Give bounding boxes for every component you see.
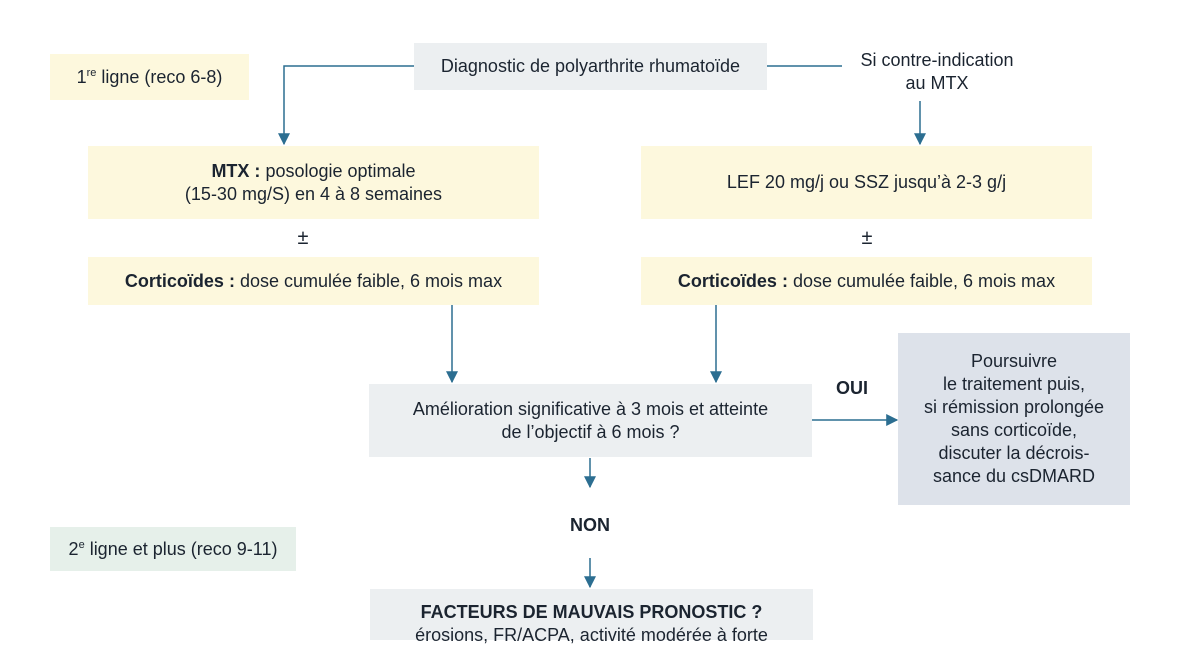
improvement-line2: de l’objectif à 6 mois ? <box>501 421 680 442</box>
mtx-text: posologie optimale <box>260 160 416 181</box>
oui-label: OUI <box>835 378 868 398</box>
improvement-line1: Amélioration significative à 3 mois et a… <box>412 398 769 419</box>
cortico-left-bold: Corticoïdes : <box>124 270 235 291</box>
cortico-right-text: dose cumulée faible, 6 mois max <box>787 270 1056 291</box>
contra-line2: au MTX <box>905 73 969 93</box>
prognostic-title: FACTEURS DE MAUVAIS PRONOSTIC ? <box>420 602 763 622</box>
mtx-box: MTX : posologie optimale (15-30 mg/S) en… <box>88 146 539 219</box>
first-line-label: 1re ligne (reco 6-8) <box>50 54 249 100</box>
contra-line1: Si contre-indication <box>860 50 1014 70</box>
plus-minus-right: ± <box>861 227 873 249</box>
improvement-box: Amélioration significative à 3 mois et a… <box>369 384 812 457</box>
prognostic-line2: érosions, FR/ACPA, activité modérée à fo… <box>415 625 768 645</box>
cortico-right-bold: Corticoïdes : <box>677 270 788 291</box>
continue-line: sance du csDMARD <box>932 466 1096 486</box>
first-line-number: 1 <box>76 66 87 87</box>
continue-line: si rémission prolongée <box>923 397 1105 417</box>
continue-line: discuter la décrois- <box>938 443 1090 463</box>
diagnosis-text: Diagnostic de polyarthrite rhumatoïde <box>440 56 741 76</box>
cortico-box-right: Corticoïdes : dose cumulée faible, 6 moi… <box>641 257 1092 305</box>
mtx-line2: (15-30 mg/S) en 4 à 8 semaines <box>184 183 443 204</box>
second-line-text: ligne et plus (reco 9-11) <box>84 538 278 559</box>
cortico-left-text: dose cumulée faible, 6 mois max <box>234 270 503 291</box>
non-label: NON <box>570 515 610 535</box>
second-line-sup: e <box>78 538 85 551</box>
cortico-box-left: Corticoïdes : dose cumulée faible, 6 moi… <box>88 257 539 305</box>
continue-line: Poursuivre <box>970 351 1058 371</box>
diagnosis-box: Diagnostic de polyarthrite rhumatoïde <box>414 43 767 90</box>
second-line-label: 2e ligne et plus (reco 9-11) <box>50 527 296 571</box>
continue-treatment-box: Poursuivre le traitement puis, si rémiss… <box>898 333 1130 505</box>
first-line-sup: re <box>86 66 97 79</box>
contraindication-text: Si contre-indication au MTX <box>842 46 1032 98</box>
lef-box: LEF 20 mg/j ou SSZ jusqu’à 2-3 g/j <box>641 146 1092 219</box>
continue-line: le traitement puis, <box>942 374 1086 394</box>
arrow-diagnosis-to-mtx <box>278 65 414 146</box>
prognostic-box: FACTEURS DE MAUVAIS PRONOSTIC ? érosions… <box>370 589 813 645</box>
first-line-text: ligne (reco 6-8) <box>96 66 223 87</box>
lef-text: LEF 20 mg/j ou SSZ jusqu’à 2-3 g/j <box>726 172 1007 192</box>
mtx-bold: MTX : <box>211 160 261 181</box>
plus-minus-left: ± <box>297 227 309 249</box>
second-line-number: 2 <box>68 538 79 559</box>
continue-line: sans corticoïde, <box>950 420 1078 440</box>
